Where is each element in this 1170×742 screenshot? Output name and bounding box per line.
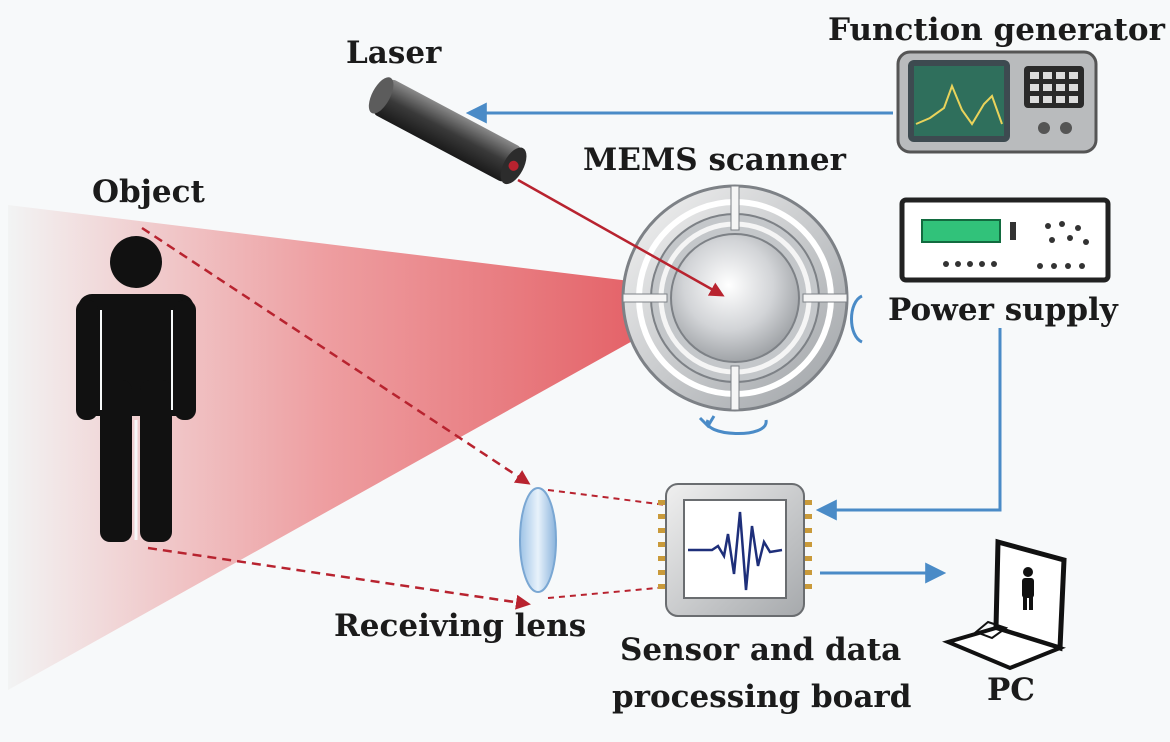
sensor-board-icon [658,483,812,617]
power-supply-icon [899,197,1111,283]
function-generator-label: Function generator [828,12,1166,48]
power-to-board-arrow [815,328,1002,521]
lens-to-board-ray-upper [547,489,693,513]
laser-icon [368,77,527,185]
rotation-arrow-icon [698,294,863,436]
receiving-lens-icon [519,487,557,593]
reflected-ray-lower [147,546,531,610]
object-label: Object [92,174,205,210]
pc-label: PC [987,672,1035,708]
lens-to-board-ray-lower [547,579,693,599]
function-generator-icon [896,50,1098,154]
reflected-ray-upper [141,226,531,485]
receiving-lens-label: Receiving lens [334,608,586,644]
mems-scanner-icon [621,184,849,412]
mems-scanner-label: MEMS scanner [583,142,847,178]
power-supply-label: Power supply [888,292,1119,328]
person-icon [76,236,196,542]
laser-label: Laser [346,35,442,71]
sensor-board-label-line2: processing board [612,679,911,715]
laptop-icon [942,538,1067,671]
laser-beam [517,178,725,297]
sensor-board-label-line1: Sensor and data [620,632,901,668]
